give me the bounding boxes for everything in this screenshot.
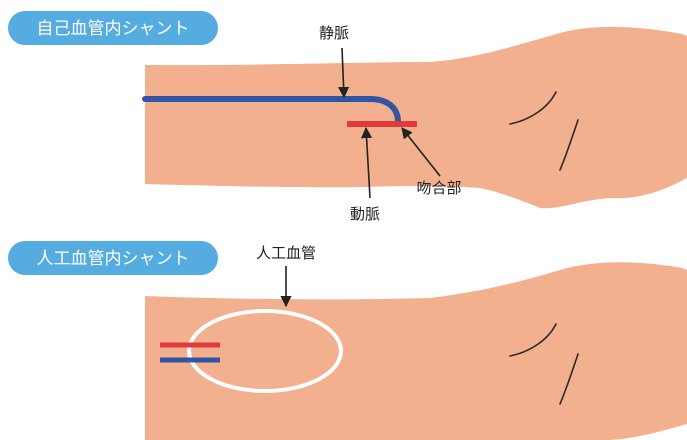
- artery-label: 動脈: [350, 205, 380, 223]
- forearm-hand-bottom: [145, 262, 687, 440]
- native-shunt-title: 自己血管内シャント: [37, 19, 190, 39]
- graft-label: 人工血管: [256, 244, 316, 262]
- graft-shunt-title: 人工血管内シャント: [37, 249, 190, 269]
- anastomosis-label: 吻合部: [416, 179, 461, 197]
- native-shunt-section: 自己血管内シャント 静脈 動脈 吻合部: [8, 11, 687, 223]
- graft-shunt-title-pill: 人工血管内シャント: [8, 241, 218, 275]
- vein-label: 静脈: [319, 24, 349, 42]
- graft-shunt-section: 人工血管内シャント 人工血管: [8, 241, 687, 440]
- native-shunt-title-pill: 自己血管内シャント: [8, 11, 218, 45]
